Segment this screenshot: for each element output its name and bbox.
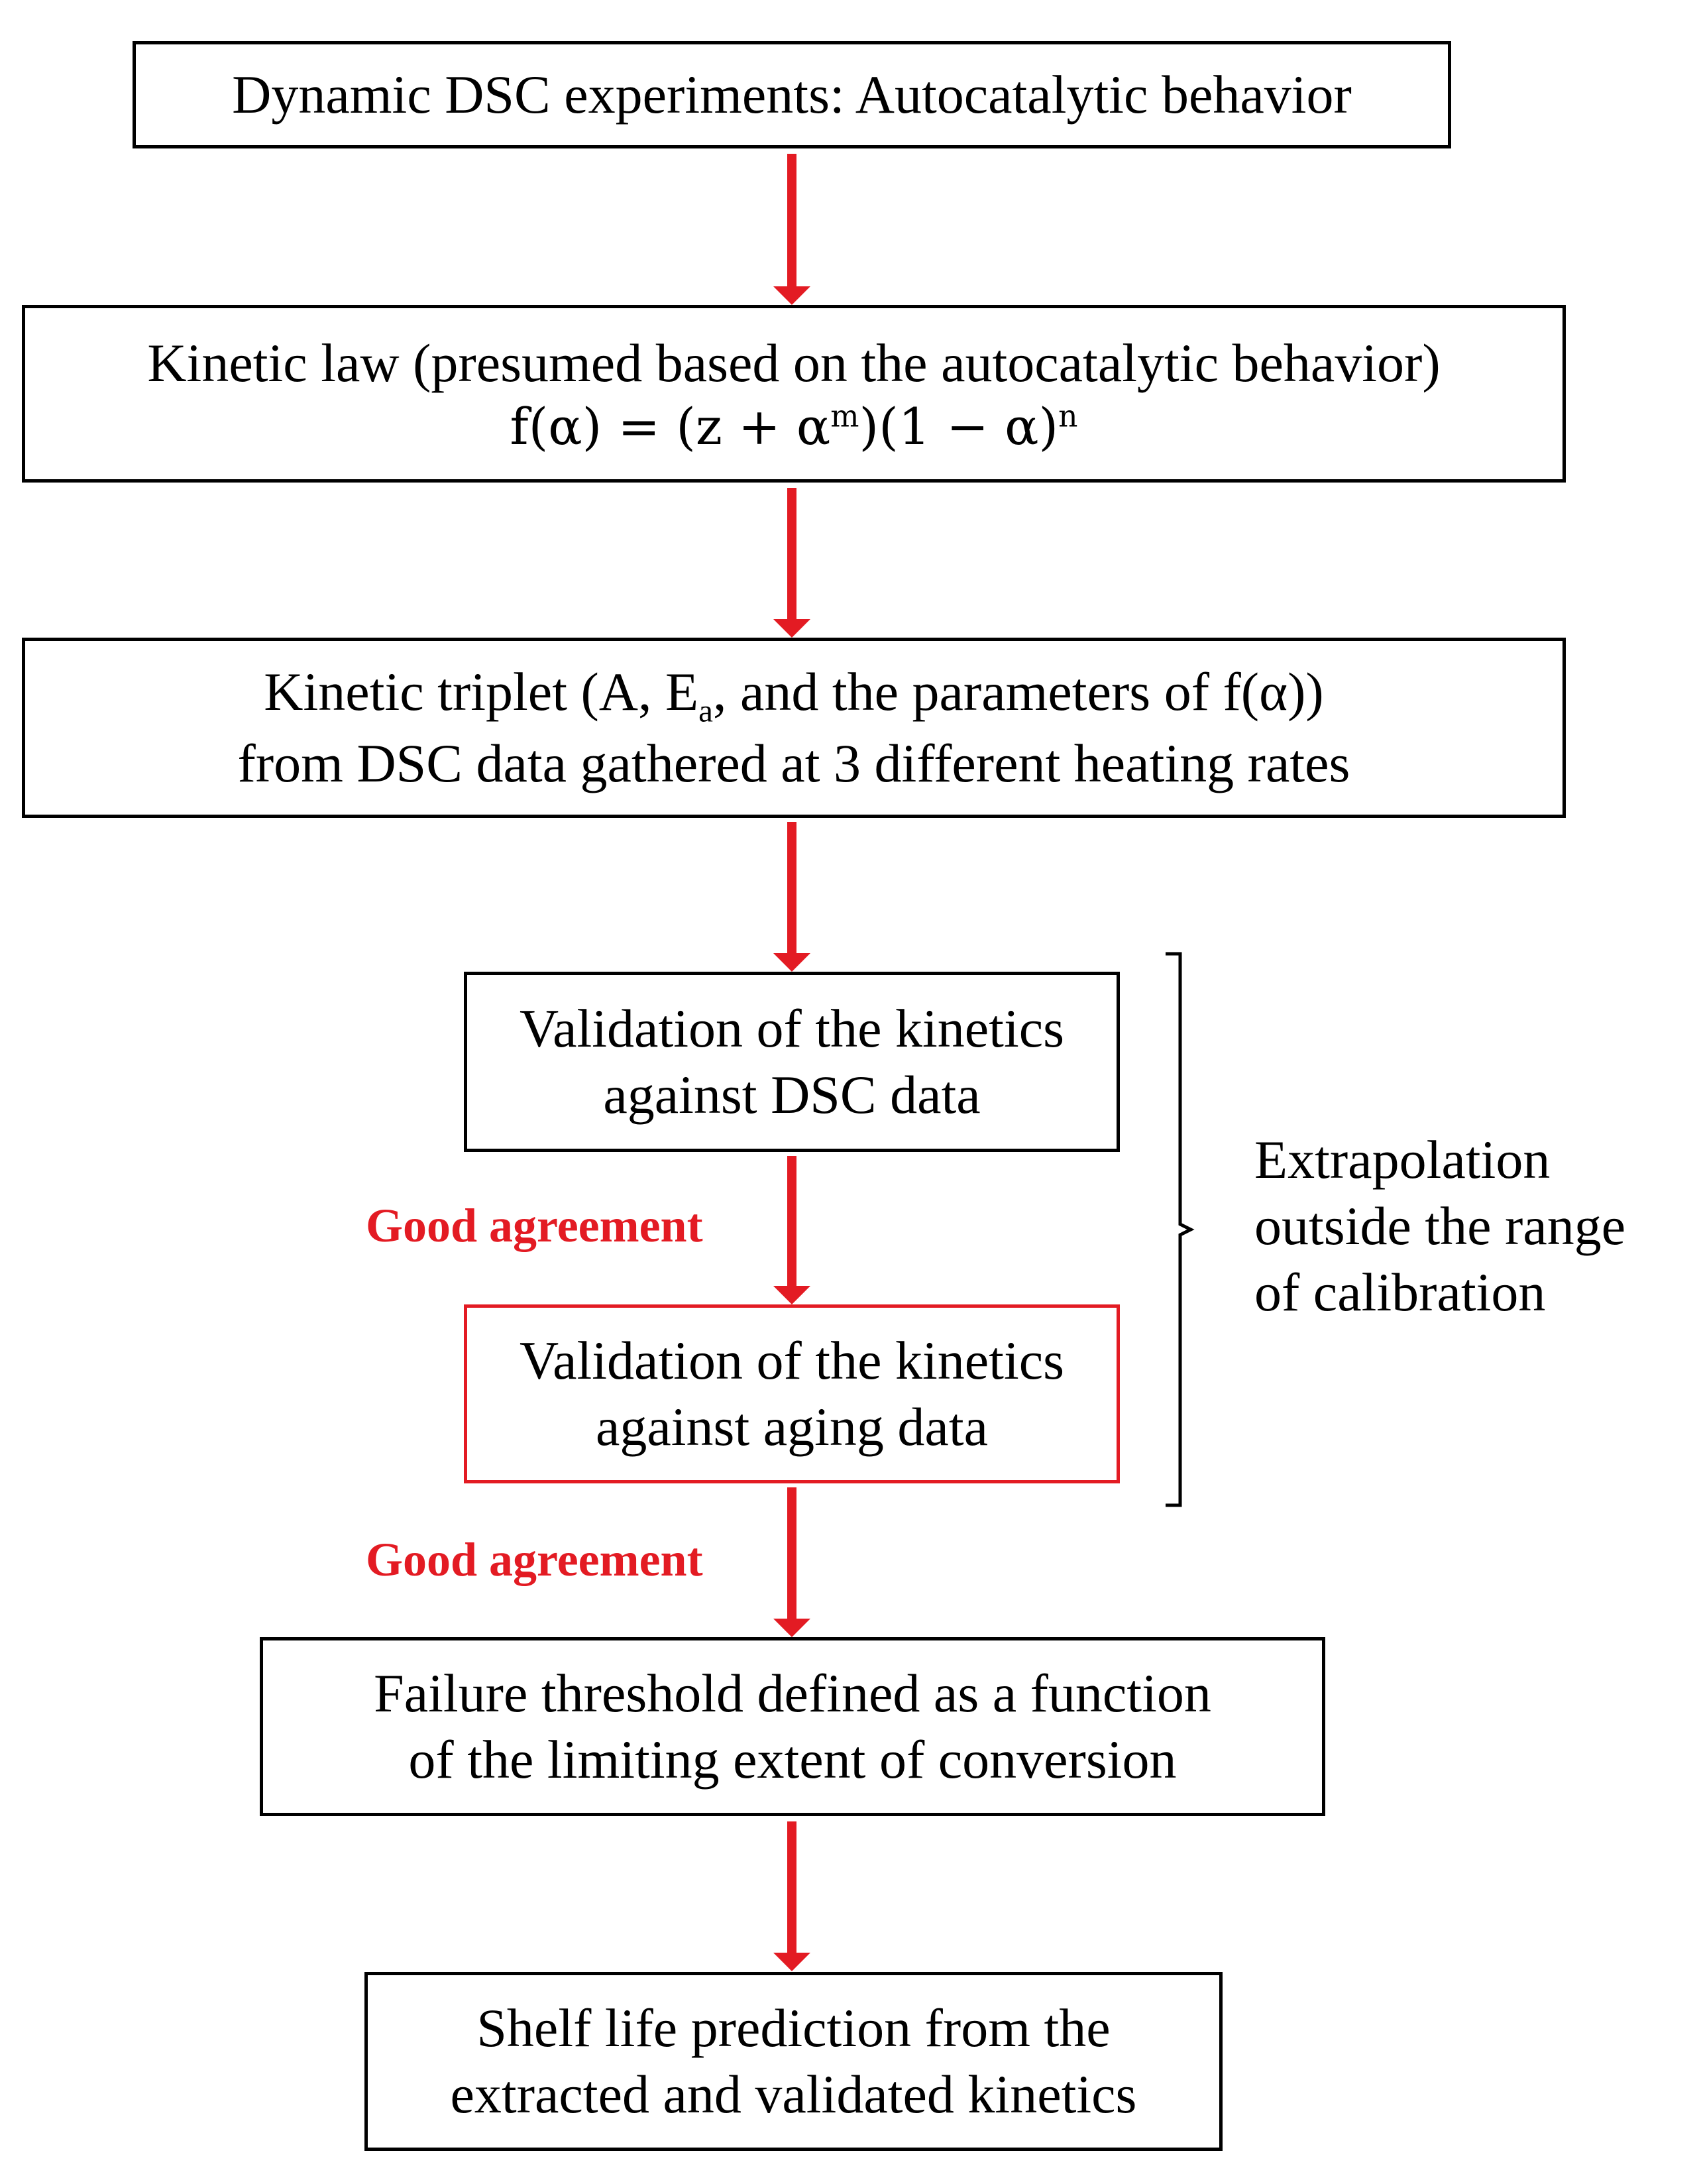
arrow-6 [773, 1821, 810, 1971]
kinetic-law-text: Kinetic law (presumed based on the autoc… [147, 332, 1441, 393]
failure-threshold-line2: of the limiting extent of conversion [408, 1729, 1177, 1790]
kinetic-triplet-box: Kinetic triplet (A, Ea, and the paramete… [22, 638, 1566, 818]
shelf-life-line2: extracted and validated kinetics [450, 2064, 1137, 2124]
validation-aging-line1: Validation of the kinetics [519, 1330, 1065, 1391]
extrapolation-line1: Extrapolation [1254, 1129, 1551, 1190]
good-agreement-label-2: Good agreement [366, 1533, 703, 1586]
right-brace [1166, 952, 1195, 1507]
kinetic-triplet-line2: from DSC data gathered at 3 different he… [237, 733, 1350, 794]
shelf-life-line1: Shelf life prediction from the [476, 1997, 1111, 2058]
extrapolation-note: Extrapolation outside the range of calib… [1254, 1127, 1625, 1326]
good-agreement-label-1: Good agreement [366, 1199, 703, 1252]
kinetic-triplet-line1: Kinetic triplet (A, Ea, and the paramete… [264, 661, 1324, 729]
extrapolation-line2: outside the range [1254, 1196, 1626, 1257]
dynamic-dsc-box: Dynamic DSC experiments: Autocatalytic b… [133, 41, 1451, 148]
validation-dsc-line1: Validation of the kinetics [519, 998, 1065, 1059]
arrow-5 [773, 1487, 810, 1637]
validation-aging-box: Validation of the kinetics against aging… [464, 1304, 1120, 1483]
dynamic-dsc-text: Dynamic DSC experiments: Autocatalytic b… [232, 64, 1352, 125]
validation-dsc-line2: against DSC data [603, 1064, 981, 1125]
failure-threshold-box: Failure threshold defined as a function … [260, 1637, 1325, 1816]
arrow-3 [773, 822, 810, 972]
arrow-2 [773, 488, 810, 638]
shelf-life-box: Shelf life prediction from the extracted… [364, 1972, 1223, 2151]
kinetic-law-box: Kinetic law (presumed based on the autoc… [22, 305, 1566, 483]
validation-aging-line2: against aging data [595, 1397, 989, 1457]
failure-threshold-line1: Failure threshold defined as a function [374, 1662, 1211, 1723]
kinetic-law-formula: f(α) = (z + αm)(1 − α)n [510, 396, 1078, 456]
validation-dsc-box: Validation of the kinetics against DSC d… [464, 972, 1120, 1152]
extrapolation-line3: of calibration [1254, 1262, 1546, 1323]
arrow-4 [773, 1156, 810, 1304]
arrow-1 [773, 154, 810, 305]
